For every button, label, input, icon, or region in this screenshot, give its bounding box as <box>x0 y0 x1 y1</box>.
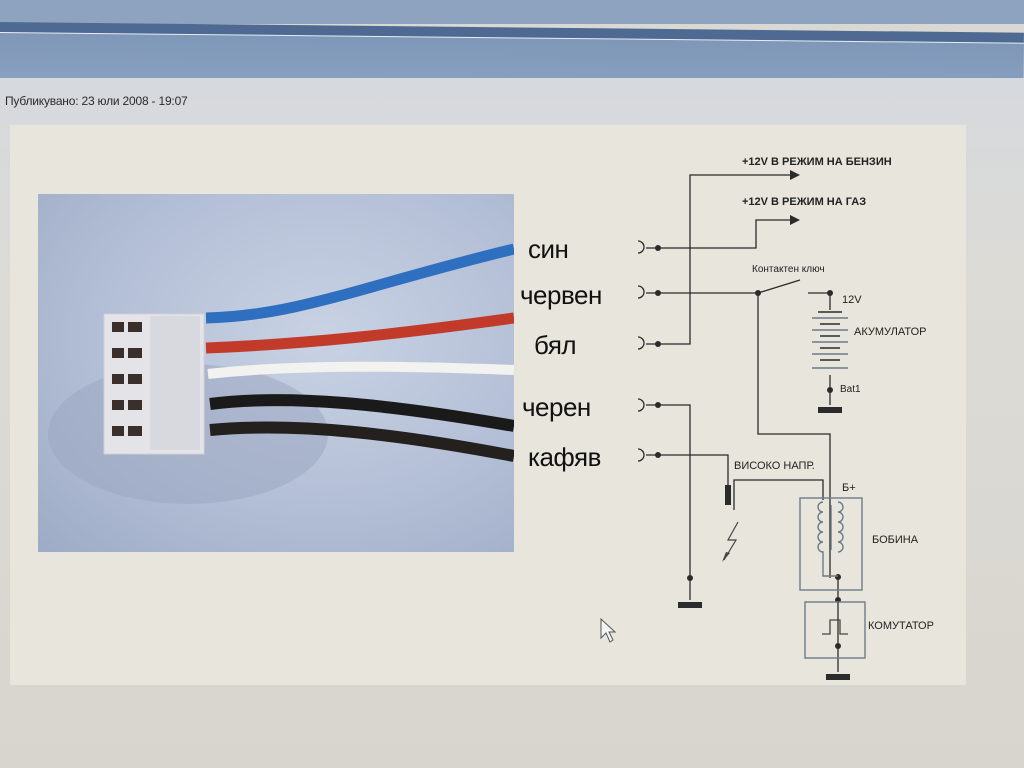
commutator-label: КОМУТАТОР <box>868 620 934 632</box>
ignition-key-label: Контактен ключ <box>752 264 825 275</box>
label-black: черен <box>522 392 591 422</box>
arrow-gas-icon <box>790 215 800 225</box>
terminal-brown <box>637 448 645 462</box>
label-red: червен <box>520 280 602 310</box>
wire-black <box>209 394 514 432</box>
coil-plus-label: Б+ <box>842 482 856 494</box>
pulse-icon <box>822 619 848 635</box>
connector-body <box>150 316 200 450</box>
connector-photo <box>38 194 514 552</box>
line-hv-coil <box>733 479 824 510</box>
line-brown-hv <box>646 454 729 485</box>
connector-photo-drawing <box>48 243 514 504</box>
wire-blue <box>205 243 514 324</box>
wire-red <box>205 312 514 354</box>
label-brown: кафяв <box>528 442 601 472</box>
line-white-petrol <box>646 174 790 345</box>
spark-tip-icon <box>722 552 730 562</box>
line-blue-gas <box>646 219 790 249</box>
terminal-black <box>637 398 645 412</box>
arrow-petrol-icon <box>790 170 800 180</box>
coil-box <box>799 497 863 591</box>
hv-plug-icon <box>725 485 731 505</box>
battery-ref-label: Bat1 <box>840 384 861 395</box>
coil-label: БОБИНА <box>872 534 919 546</box>
battery-icon <box>812 311 848 369</box>
coil-icon <box>817 501 844 577</box>
terminal-blue <box>637 240 645 254</box>
battery-voltage-label: 12V <box>842 294 862 306</box>
high-voltage-label: ВИСОКО НАПР. <box>734 460 815 472</box>
ground-black-icon <box>678 602 702 608</box>
ground-battery-icon <box>818 407 842 413</box>
label-white: бял <box>534 330 577 360</box>
terminal-red <box>637 285 645 299</box>
output-gas-label: +12V В РЕЖИМ НА ГАЗ <box>742 196 867 208</box>
line-red-coil <box>757 293 831 578</box>
spark-icon <box>723 521 739 561</box>
battery-label: АКУМУЛАТОР <box>854 326 927 338</box>
ignition-switch <box>757 279 801 294</box>
ground-commutator-icon <box>826 674 850 680</box>
browser-top-band <box>0 0 1024 24</box>
line-black-ground <box>646 404 691 600</box>
connector-pins <box>112 322 142 436</box>
wire-white <box>207 361 514 379</box>
commutator-box <box>804 601 866 659</box>
output-petrol-label: +12V В РЕЖИМ НА БЕНЗИН <box>742 156 892 168</box>
line-key-battery <box>808 292 831 310</box>
junction-dots <box>655 245 841 649</box>
label-blue: син <box>528 234 569 264</box>
wire-brown <box>209 421 514 462</box>
published-date: Публикувано: 23 юли 2008 - 19:07 <box>5 94 188 108</box>
terminal-white <box>637 336 645 350</box>
mouse-cursor-icon <box>600 618 617 643</box>
